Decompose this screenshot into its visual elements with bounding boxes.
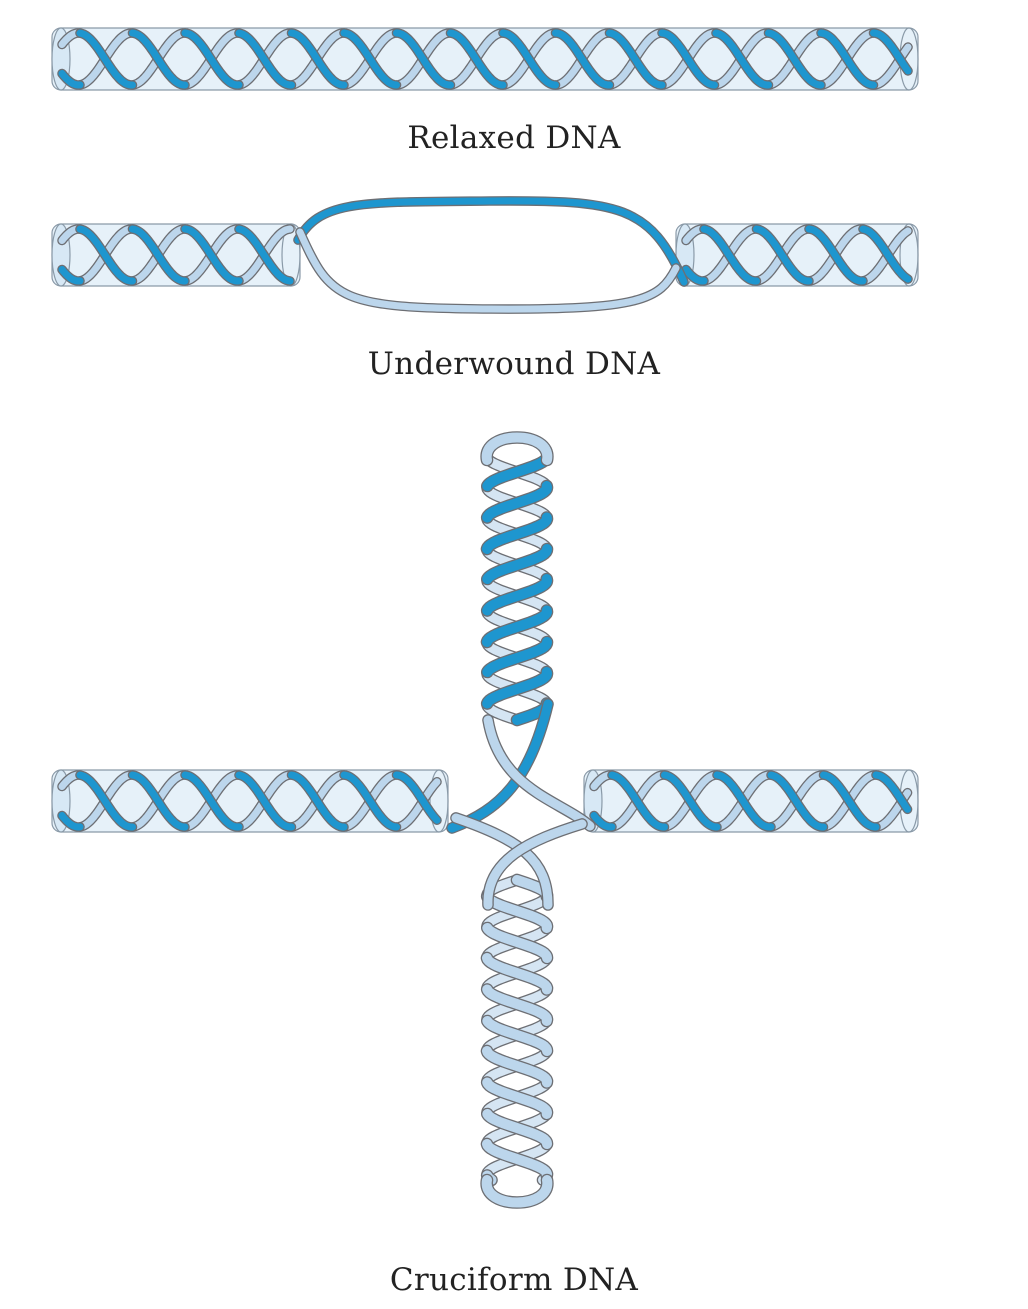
relaxed-dna-caption: Relaxed DNA — [407, 120, 621, 156]
arm-front-strand — [480, 1076, 554, 1121]
front-strand-segment — [127, 28, 190, 90]
front-strand-segment — [286, 28, 349, 90]
arm-front-strand — [481, 635, 554, 679]
arm-front-strand — [480, 951, 554, 996]
arm-front-strand — [480, 665, 554, 710]
relaxed-dna-helix — [51, 27, 919, 91]
junction-strand-a — [446, 698, 554, 834]
arm-front-strand — [480, 1044, 554, 1089]
junction-strand-b — [482, 714, 596, 832]
front-strand-segment — [751, 224, 814, 286]
front-strand-segment — [57, 810, 85, 832]
bubble-top-strand — [293, 196, 689, 287]
front-strand-segment — [818, 770, 881, 832]
underwound-dna-helix — [51, 196, 919, 314]
front-strand-segment — [180, 224, 244, 286]
front-strand-segment — [127, 224, 190, 286]
front-strand-segment — [868, 28, 913, 76]
front-strand-segment — [339, 28, 402, 90]
front-strand-segment — [766, 770, 829, 832]
cruciform-right-helix — [583, 769, 919, 833]
front-strand-segment — [234, 224, 295, 286]
front-strand-segment — [127, 770, 190, 832]
front-strand-segment — [391, 28, 456, 90]
tube-right-cap — [899, 223, 919, 287]
front-strand-segment — [286, 770, 349, 832]
arm-front-strand — [481, 542, 554, 586]
cruciform-lower-arm — [480, 873, 554, 1209]
arm-front-strand — [480, 572, 554, 617]
arm-front-strand — [480, 604, 554, 649]
tube-right-cap — [281, 223, 301, 287]
front-strand-segment — [604, 28, 667, 90]
front-strand-segment — [180, 770, 244, 832]
front-strand-segment — [57, 68, 85, 90]
cruciform-upper-arm — [480, 431, 554, 727]
front-strand-segment — [75, 770, 138, 832]
front-strand-segment — [180, 28, 244, 90]
cruciform-left-helix — [51, 769, 449, 833]
cruciform-dna-caption: Cruciform DNA — [389, 1262, 639, 1298]
front-strand-segment — [550, 28, 615, 90]
back-strand-segment — [391, 777, 442, 832]
underwound-left-helix — [51, 223, 301, 287]
front-strand-segment — [339, 770, 402, 832]
arm-front-strand — [480, 511, 554, 556]
arm-front-strand — [481, 1107, 554, 1151]
front-strand-segment — [763, 28, 826, 90]
front-strand-segment — [391, 770, 442, 825]
front-strand-segment — [75, 224, 138, 286]
hairpin-loop — [480, 431, 554, 467]
front-strand-segment — [498, 28, 561, 90]
front-strand-segment — [858, 224, 913, 284]
front-strand-segment — [234, 28, 297, 90]
hairpin-loop — [480, 1173, 554, 1209]
front-strand-segment — [712, 770, 776, 832]
front-strand-segment — [804, 224, 868, 286]
front-strand-segment — [589, 810, 617, 832]
front-strand-segment — [871, 770, 913, 815]
front-strand-segment — [657, 28, 720, 90]
arm-front-strand — [481, 454, 551, 493]
arm-front-strand — [481, 1014, 554, 1058]
front-strand-segment — [699, 224, 762, 286]
front-strand-segment — [75, 28, 138, 90]
arm-front-strand — [480, 479, 554, 524]
front-strand-segment — [445, 28, 508, 90]
tube-right-cap — [429, 769, 449, 833]
underwound-dna-caption: Underwound DNA — [367, 346, 661, 382]
arm-front-strand — [480, 1137, 554, 1182]
front-strand-segment — [234, 770, 297, 832]
front-strand-segment — [607, 770, 670, 832]
arm-front-strand — [480, 983, 554, 1028]
relaxed-helix-segment — [51, 27, 919, 91]
cruciform-dna-structure — [51, 431, 919, 1209]
junction-strand-d — [482, 818, 588, 911]
underwound-right-helix — [675, 223, 919, 287]
front-strand-segment — [659, 770, 722, 832]
front-strand-segment — [681, 264, 709, 286]
front-strand-segment — [711, 28, 774, 90]
arm-front-strand — [481, 921, 554, 965]
bubble-bottom-strand — [295, 227, 681, 314]
front-strand-segment — [57, 264, 85, 286]
front-strand-segment — [816, 28, 879, 90]
